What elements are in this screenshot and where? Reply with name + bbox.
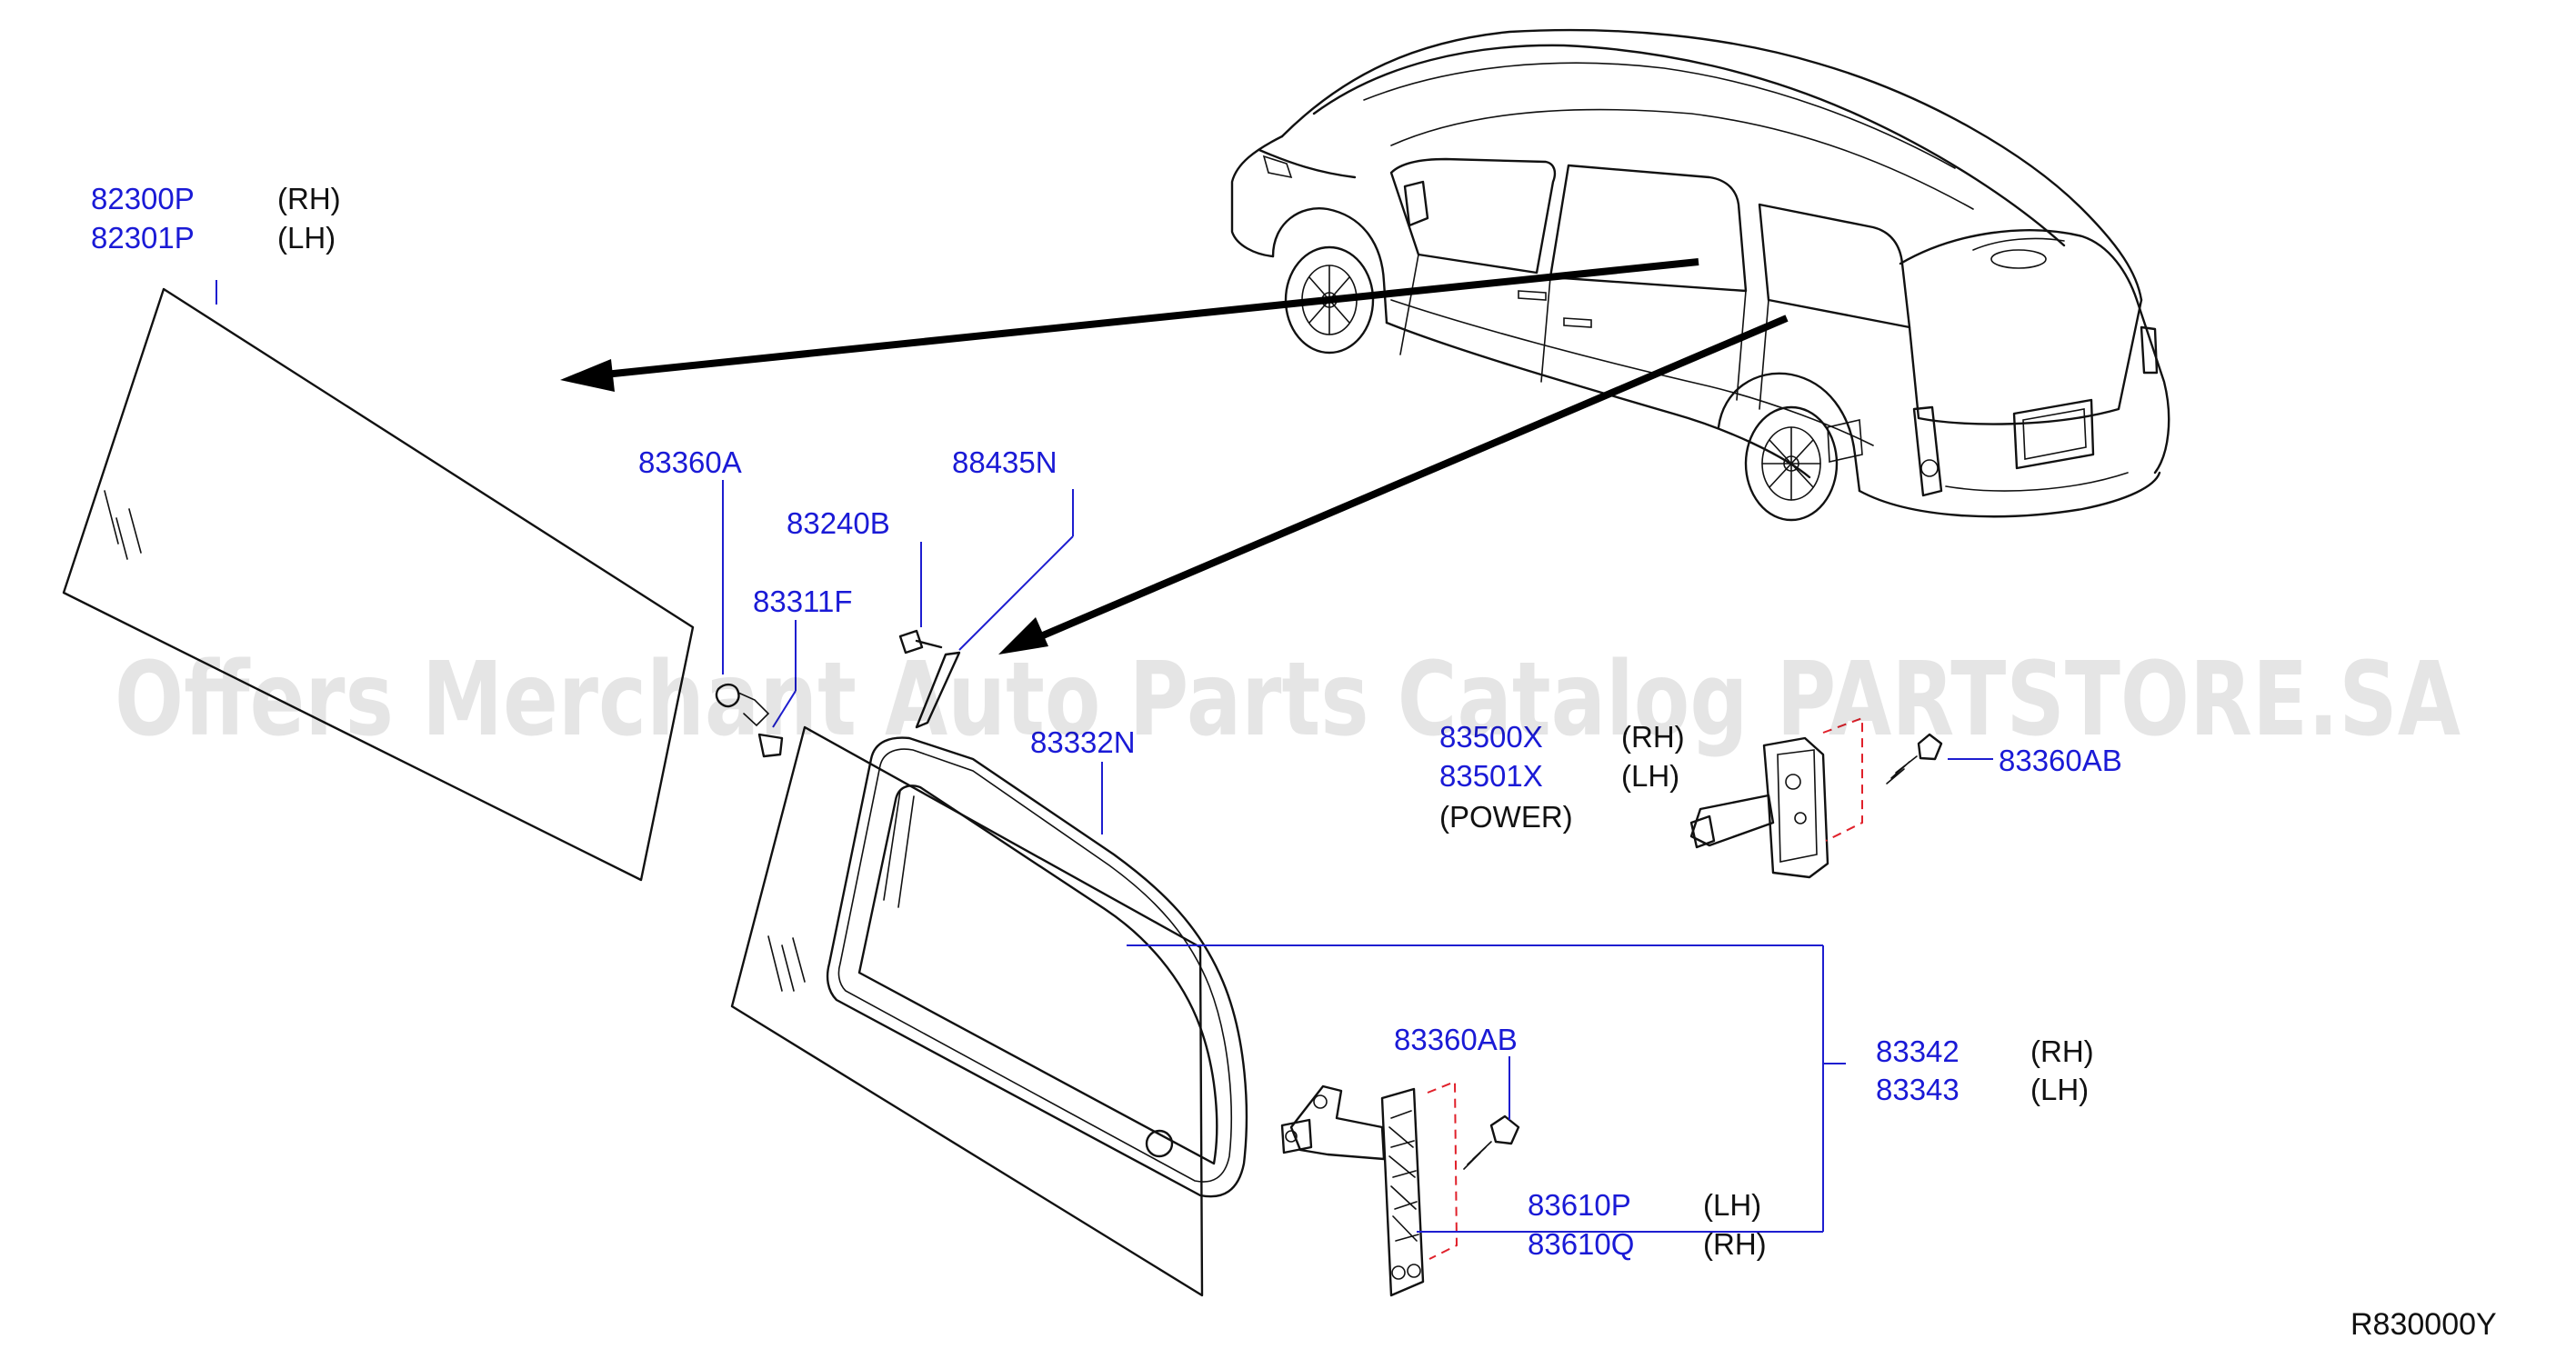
latch-mechanism — [1280, 1080, 1458, 1297]
minivan-illustration — [1230, 28, 2170, 522]
part-number-83311f: 83311F — [753, 585, 852, 618]
part-number-82300p: 82300P — [91, 182, 195, 215]
clip-83360a — [715, 683, 770, 727]
location-arrows — [560, 258, 1789, 655]
side-lh: (LH) — [2030, 1073, 2089, 1106]
seal-88435n — [915, 651, 961, 729]
callout-latch: 83610P (LH) 83610Q (RH) — [1528, 1188, 1767, 1261]
window-assembly — [730, 725, 1248, 1297]
clip-83311f — [757, 733, 784, 758]
callout-glass: 82300P (RH) 82301P (LH) — [91, 182, 341, 255]
part-number-83500x: 83500X — [1439, 720, 1543, 754]
side-rh: (RH) — [1621, 720, 1685, 754]
part-number-83360ab-upper: 83360AB — [1999, 744, 2122, 777]
part-number-83360ab-lower: 83360AB — [1394, 1023, 1518, 1056]
watermark: Offers Merchant Auto Parts Catalog PARTS… — [115, 641, 2461, 759]
power-note: (POWER) — [1439, 800, 1573, 834]
side-rh: (RH) — [2030, 1034, 2094, 1068]
part-number-83610q: 83610Q — [1528, 1227, 1634, 1261]
screw-upper — [1886, 733, 1943, 784]
part-number-83360a: 83360A — [638, 445, 742, 479]
side-lh: (LH) — [277, 221, 336, 255]
part-number-83240b: 83240B — [787, 506, 890, 540]
callout-motor: 83500X (RH) 83501X (LH) (POWER) — [1439, 720, 1685, 834]
screw-lower — [1463, 1114, 1520, 1170]
part-number-83332n: 83332N — [1030, 725, 1136, 759]
part-number-88435n: 88435N — [952, 445, 1057, 479]
side-rh: (RH) — [277, 182, 341, 215]
bolt-83240b — [898, 629, 943, 655]
glass-panel — [62, 280, 695, 882]
side-lh: (LH) — [1703, 1188, 1761, 1222]
part-number-82301p: 82301P — [91, 221, 195, 255]
part-number-83342: 83342 — [1876, 1034, 1960, 1068]
leader-lines — [722, 480, 1993, 1233]
side-lh: (LH) — [1621, 759, 1679, 793]
part-number-83501x: 83501X — [1439, 759, 1543, 793]
side-rh: (RH) — [1703, 1227, 1767, 1261]
motor-unit — [1689, 716, 1863, 879]
diagram-reference: R830000Y — [2350, 1307, 2497, 1342]
part-number-83610p: 83610P — [1528, 1188, 1631, 1222]
part-number-83343: 83343 — [1876, 1073, 1960, 1106]
callout-window-assy: 83342 (RH) 83343 (LH) — [1876, 1034, 2094, 1106]
